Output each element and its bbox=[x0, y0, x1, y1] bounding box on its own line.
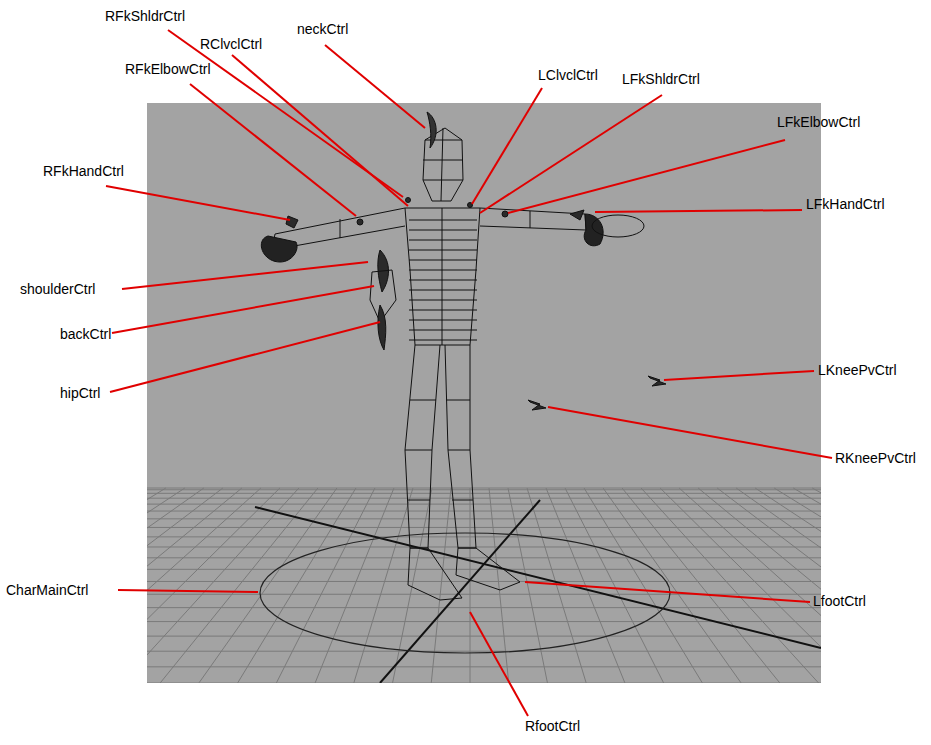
control-label: RFkShldrCtrl bbox=[105, 8, 185, 24]
control-label: shoulderCtrl bbox=[20, 281, 95, 297]
control-label: LFkShldrCtrl bbox=[622, 71, 700, 87]
leader-lines bbox=[106, 30, 832, 716]
control-label: RFkHandCtrl bbox=[43, 163, 124, 179]
control-label: CharMainCtrl bbox=[6, 582, 88, 598]
rig-controls bbox=[286, 198, 666, 411]
grid-axes bbox=[255, 500, 821, 683]
control-label: LFkHandCtrl bbox=[806, 196, 885, 212]
control-label: hipCtrl bbox=[60, 385, 100, 401]
control-label: RFkElbowCtrl bbox=[125, 61, 211, 77]
main-control-circle bbox=[260, 533, 670, 653]
floor-grid bbox=[147, 488, 821, 683]
viewport-background bbox=[147, 103, 821, 683]
control-label: backCtrl bbox=[60, 326, 111, 342]
control-label: LClvclCtrl bbox=[538, 67, 598, 83]
control-label: neckCtrl bbox=[297, 21, 348, 37]
control-label: RKneePvCtrl bbox=[835, 450, 916, 466]
character-wireframe bbox=[261, 112, 603, 600]
control-label: LFkElbowCtrl bbox=[777, 114, 860, 130]
control-label: RClvclCtrl bbox=[200, 36, 262, 52]
control-label: LfootCtrl bbox=[813, 593, 866, 609]
control-label: LKneePvCtrl bbox=[818, 362, 897, 378]
control-label: RfootCtrl bbox=[525, 718, 580, 734]
